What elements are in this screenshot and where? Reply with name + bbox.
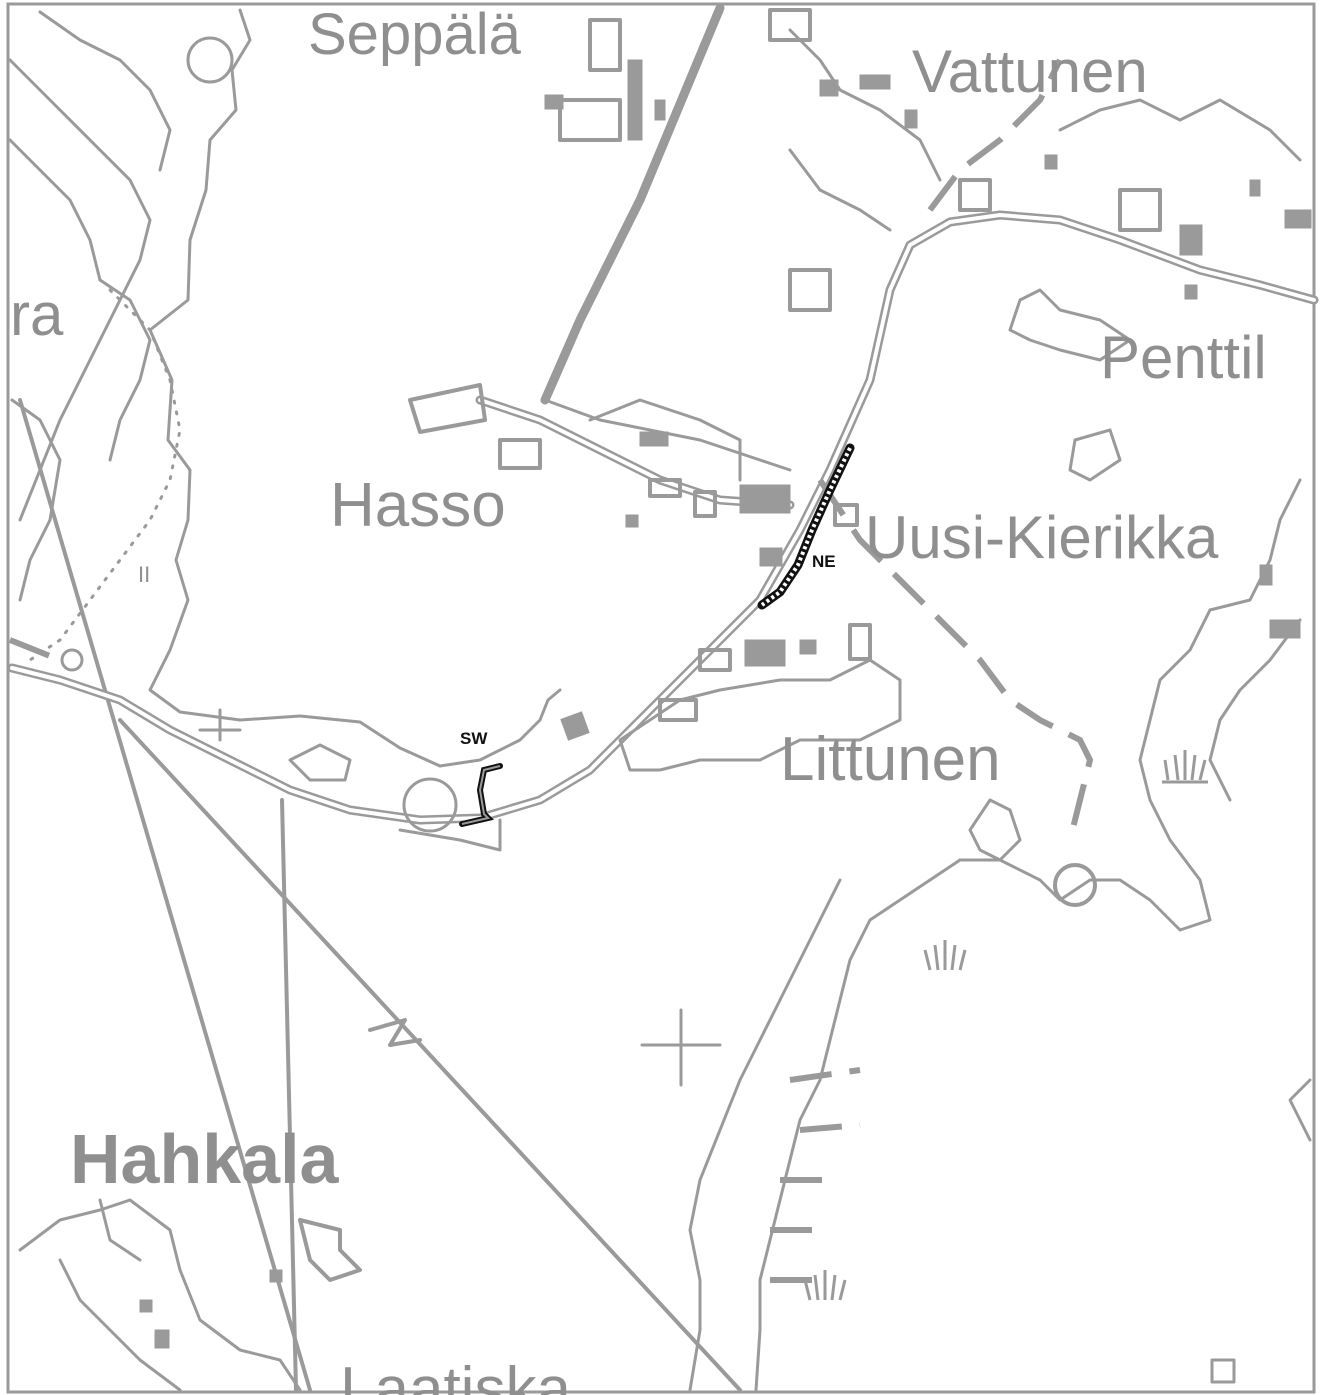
field-cross-symbol (640, 1008, 722, 1087)
place-label-laatiska: Laatiska (340, 1355, 571, 1395)
place-label-seppala: Seppälä (308, 2, 522, 67)
ne-label[interactable]: NE (812, 552, 836, 571)
building-outlines (288, 8, 1162, 907)
dashed-paths (8, 58, 1094, 841)
place-label-vattunen: Vattunen (912, 38, 1148, 105)
power-lines (18, 398, 742, 1392)
sw-segment[interactable] (459, 763, 503, 827)
place-label-hahkala: Hahkala (70, 1120, 340, 1198)
symbol-ii: II (138, 562, 150, 587)
place-label-ra: ra (10, 281, 64, 348)
place-label-uusi-kierikka: Uusi-Kierikka (865, 504, 1219, 571)
thick-road (540, 3, 792, 472)
main-road (7, 210, 1319, 825)
place-label-hasso: Hasso (330, 471, 506, 540)
place-label-penttila: Penttil (1100, 324, 1267, 391)
terrain-lines (8, 8, 1312, 1392)
sw-label[interactable]: SW (460, 729, 488, 748)
marsh-symbols (803, 750, 1208, 1301)
place-label-littunen: Littunen (780, 725, 1001, 794)
ne-segment[interactable] (757, 443, 855, 610)
map-symbols: II (60, 562, 242, 742)
buildings (544, 59, 1312, 741)
